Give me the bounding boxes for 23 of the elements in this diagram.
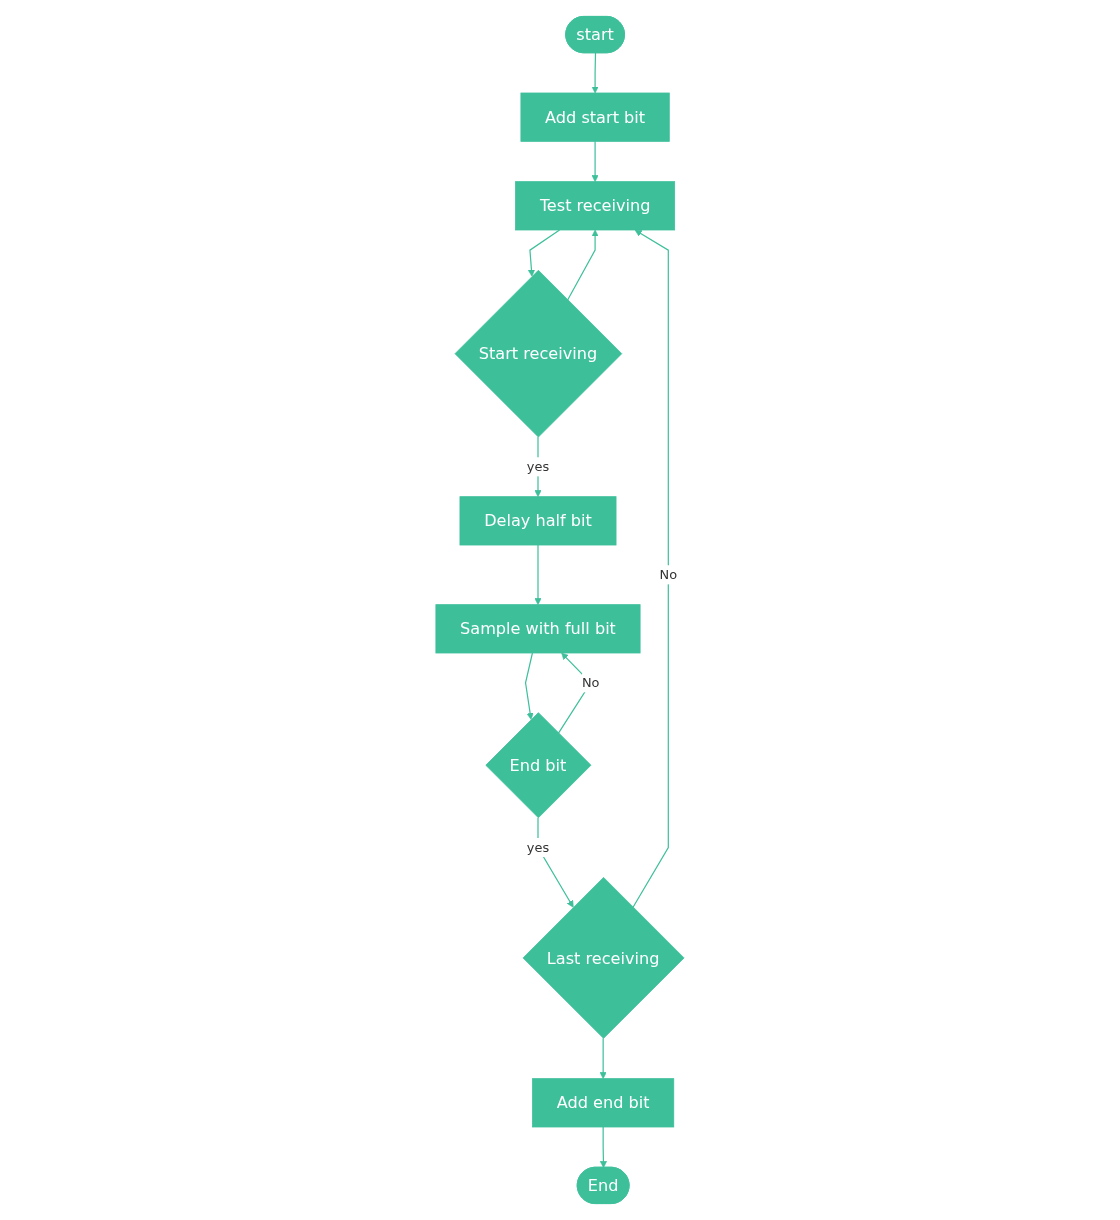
node-diamond: Start receiving [454, 269, 623, 438]
node-box: Sample with full bit [435, 604, 641, 654]
edge-label: No [659, 566, 678, 583]
arrow [534, 544, 542, 605]
arrow [599, 1126, 607, 1168]
node-box: Delay half bit [459, 496, 617, 546]
arrow [599, 1037, 607, 1079]
arrow [591, 140, 599, 182]
arrow [591, 52, 599, 94]
arrow [632, 229, 669, 908]
edge-label: yes [526, 839, 550, 855]
node-diamond: End bit [485, 712, 592, 819]
arrow [567, 229, 599, 301]
arrow [524, 652, 534, 720]
arrow [527, 229, 561, 277]
edge-label: yes [526, 458, 550, 475]
edge-label: No [581, 674, 600, 691]
node-box: Add end bit [532, 1078, 675, 1128]
arrow [534, 436, 542, 497]
node-box: Add start bit [520, 92, 670, 142]
node-box: Test receiving [515, 181, 676, 231]
arrow [537, 817, 574, 908]
node-diamond: Last receiving [522, 877, 685, 1039]
